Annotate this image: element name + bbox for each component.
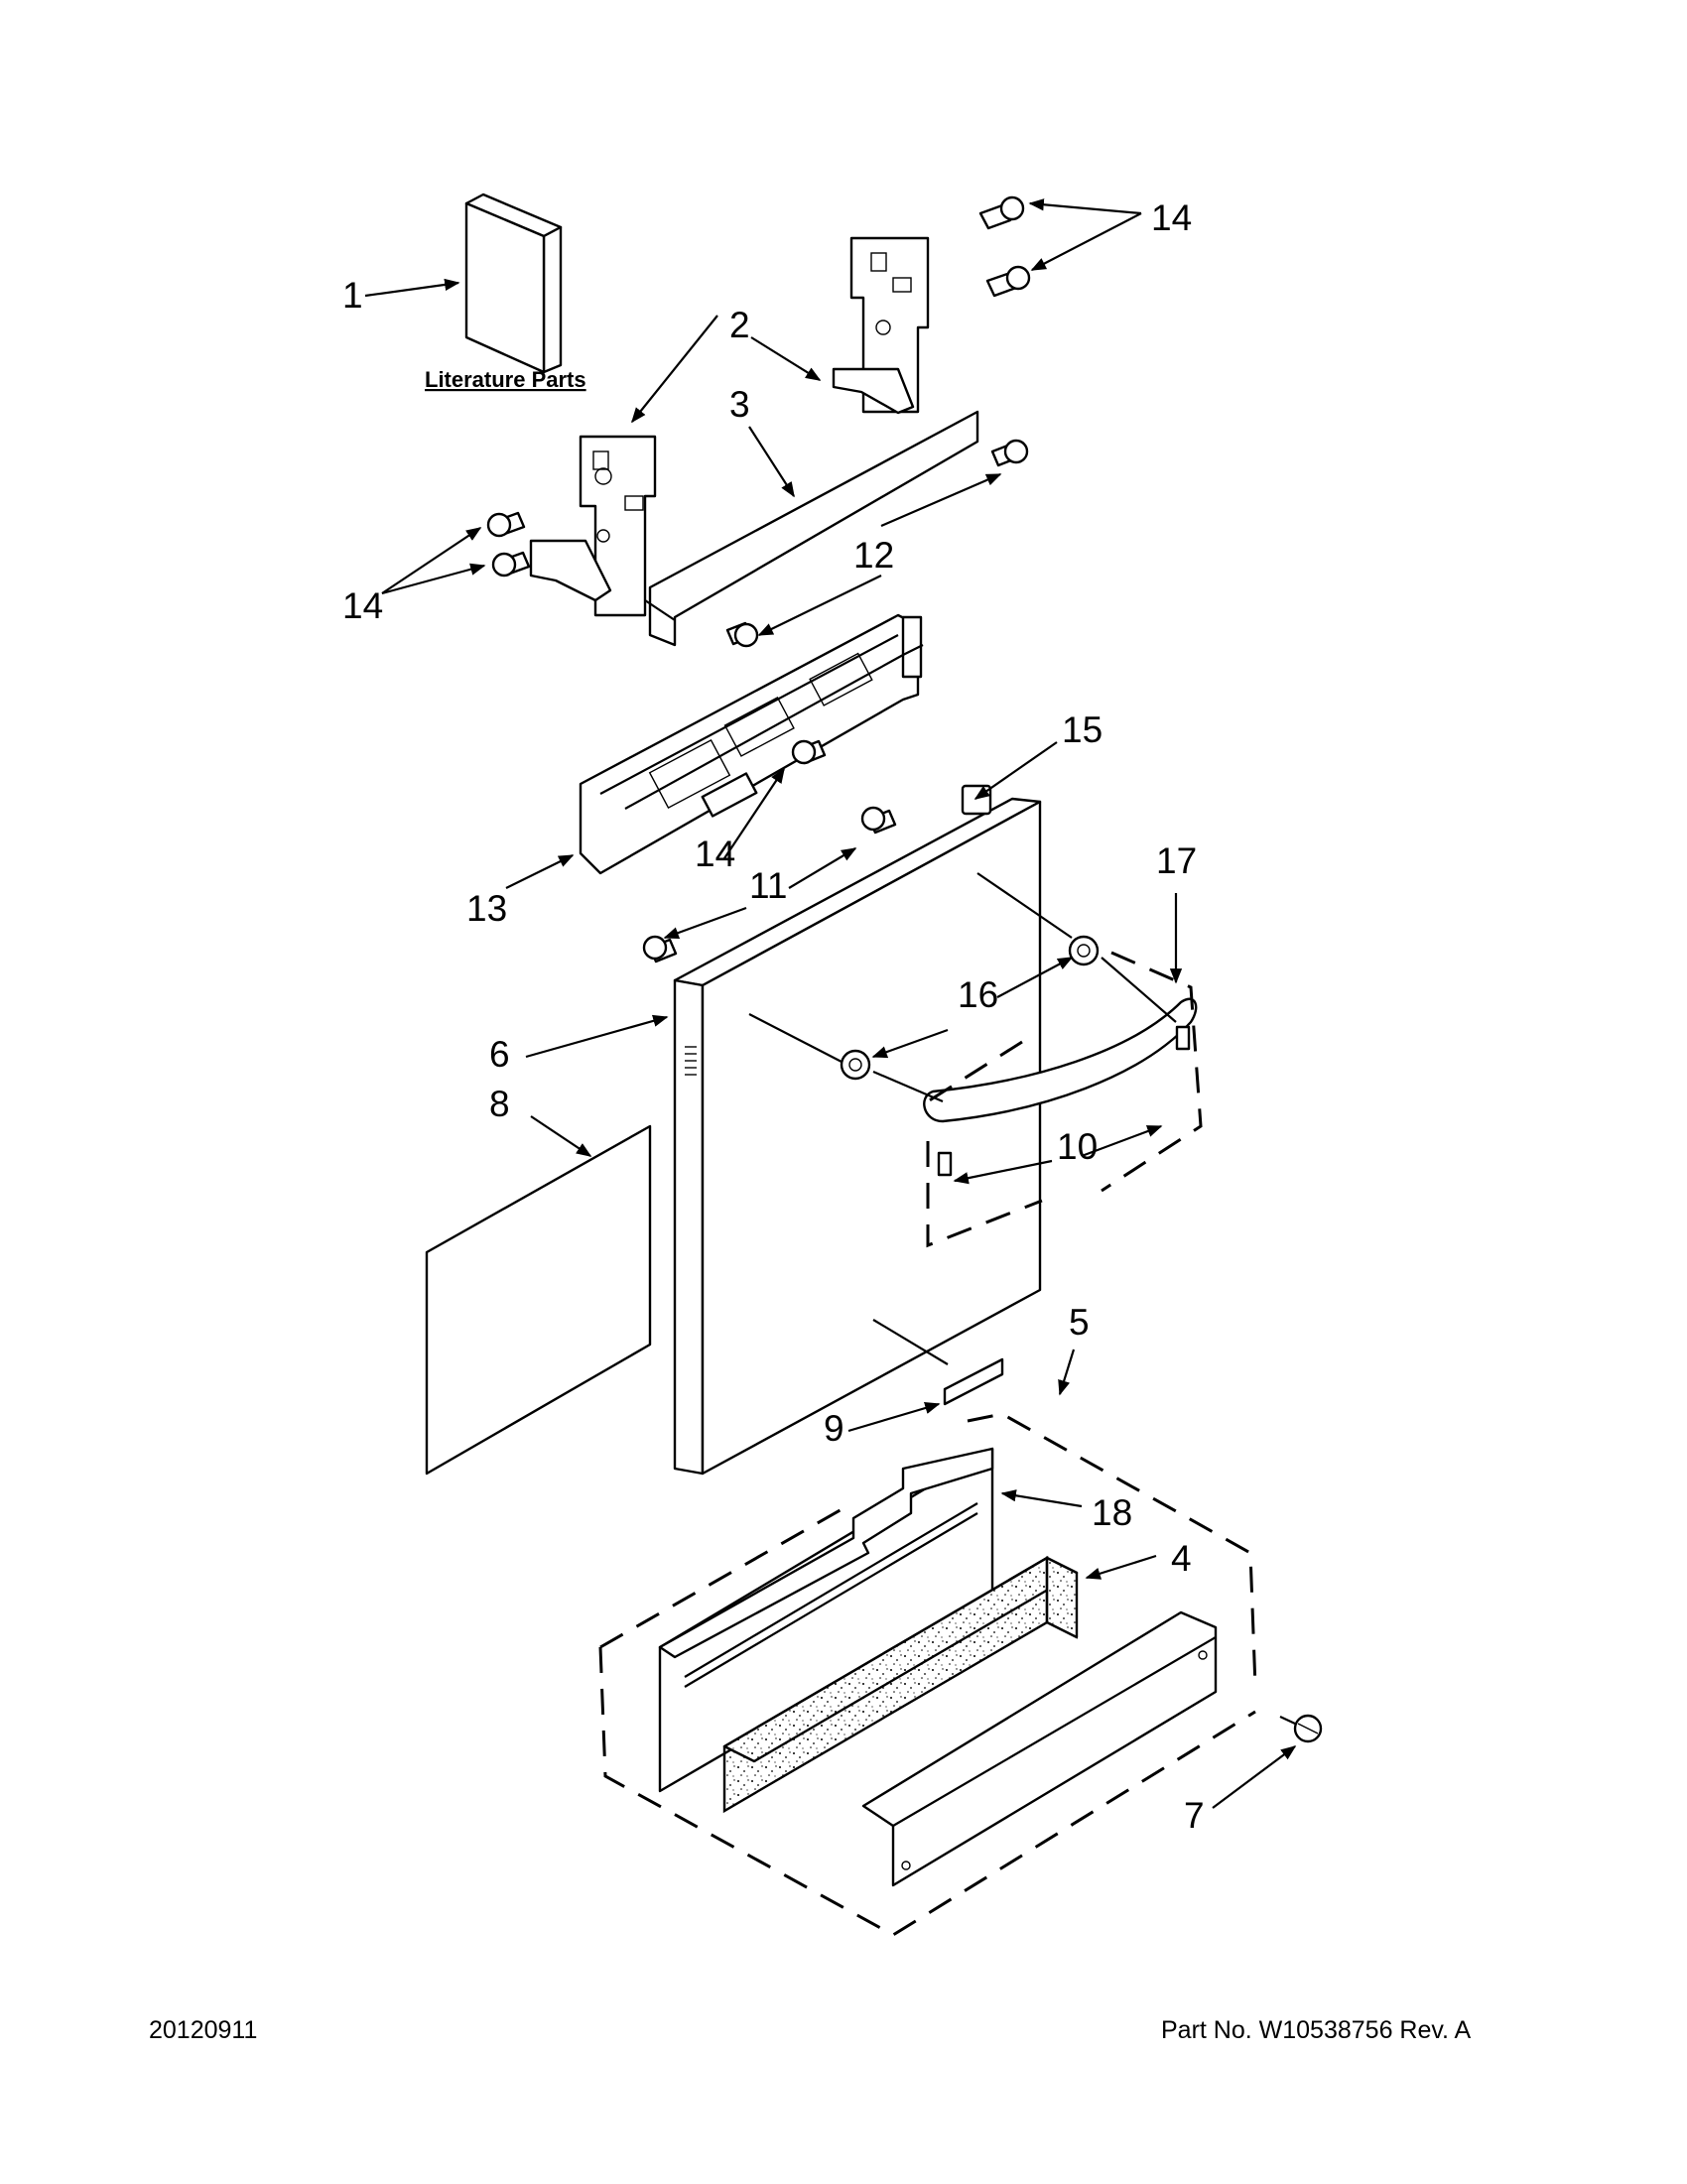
set-screw-right-part [1175, 1025, 1191, 1051]
leader-arrows [364, 198, 1297, 1809]
callout-7: 7 [1184, 1795, 1205, 1836]
vent-slots [685, 1046, 697, 1076]
set-screw-left-part [937, 1151, 953, 1177]
callout-10: 10 [1057, 1126, 1098, 1167]
screw-rail-lower-part [725, 621, 759, 648]
callout-12: 12 [853, 535, 894, 576]
screw-left-lower-part [491, 551, 531, 578]
outer-door-panel-part [673, 797, 1042, 1476]
left-hinge-bracket-part [529, 435, 657, 617]
bottom-screw-part [1279, 1714, 1323, 1743]
callout-labels: 1 2 3 14 14 12 14 15 11 13 17 16 6 8 10 … [342, 197, 1205, 1836]
footer-part-number: Part No. W10538756 Rev. A [1161, 2016, 1472, 2044]
literature-booklet-part [464, 193, 563, 374]
callout-6: 6 [489, 1034, 510, 1075]
screw-top-right-upper-part [978, 195, 1025, 230]
guide-lines [644, 599, 1177, 1365]
callout-5: 5 [1069, 1302, 1090, 1343]
screw-door-top-right-part [860, 806, 897, 835]
screw-door-top-left-part [642, 935, 678, 964]
top-rail-part [648, 410, 979, 647]
screw-top-right-lower-part [985, 265, 1031, 298]
handle-cap-right-part [1068, 935, 1100, 966]
callout-14-top: 14 [1151, 197, 1192, 238]
callout-16: 16 [958, 974, 998, 1015]
callout-15: 15 [1062, 709, 1103, 750]
toe-group-outline [598, 1412, 1257, 1937]
control-housing-part [579, 613, 923, 875]
callout-18: 18 [1092, 1492, 1132, 1533]
callout-9: 9 [824, 1408, 844, 1449]
badge-part [943, 1357, 1004, 1406]
screw-left-upper-part [486, 511, 526, 538]
callout-13: 13 [466, 888, 507, 929]
callout-17: 17 [1156, 840, 1197, 881]
callout-14-middle: 14 [695, 834, 735, 874]
handle-part [923, 997, 1198, 1123]
bottom-cover-plate-part [861, 1610, 1218, 1887]
literature-parts-label: Literature Parts [425, 367, 586, 392]
callout-2: 2 [729, 305, 750, 345]
callout-3: 3 [729, 384, 750, 425]
handle-cap-left-part [840, 1049, 871, 1081]
footer-date: 20120911 [149, 2016, 258, 2044]
insulation-panel-part [425, 1124, 652, 1476]
foam-block-part [722, 1555, 1079, 1814]
right-hinge-bracket-part [832, 236, 930, 415]
callout-14-left: 14 [342, 585, 383, 626]
screw-housing-part [791, 739, 827, 765]
screw-rail-right-part [990, 439, 1029, 467]
callout-8: 8 [489, 1084, 510, 1124]
callout-11: 11 [749, 865, 787, 906]
handle-group-outline [926, 951, 1203, 1248]
callout-4: 4 [1171, 1538, 1192, 1579]
callout-1: 1 [342, 275, 363, 316]
